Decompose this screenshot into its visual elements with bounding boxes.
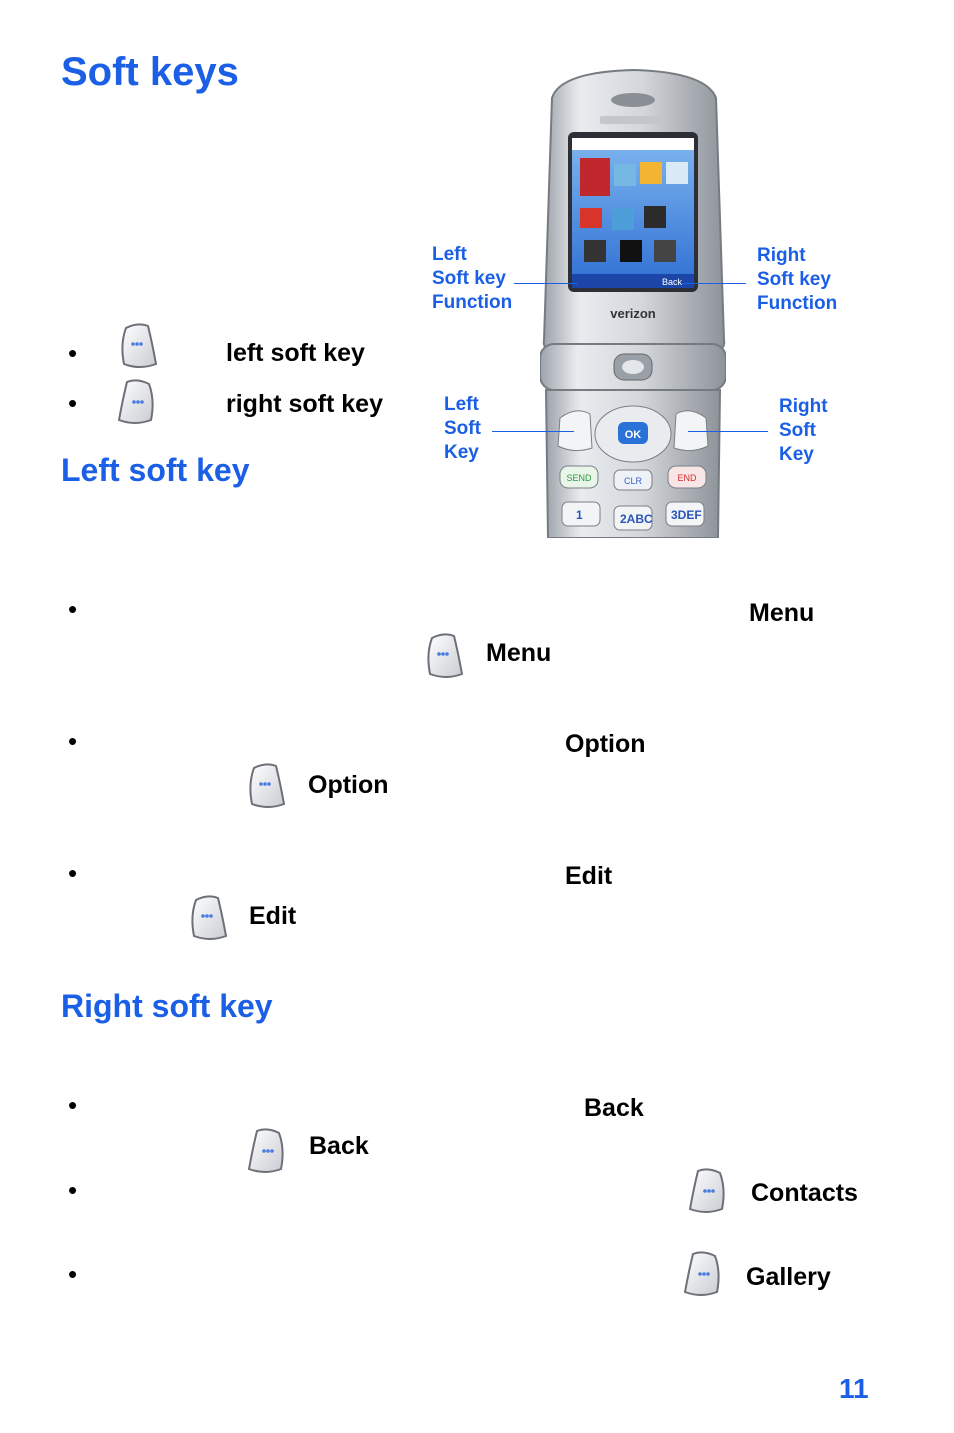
- callout-right-soft-key-function: Right Soft key Function: [757, 245, 838, 314]
- left-soft-key-icon: [118, 322, 158, 370]
- bullet: •: [68, 1259, 78, 1289]
- left-soft-key-icon: [246, 762, 286, 810]
- left-soft-key-icon: [188, 894, 228, 942]
- send-key-label: SEND: [566, 473, 592, 483]
- right-soft-key-heading: Right soft key: [61, 988, 273, 1024]
- brand-logo: verizon: [610, 306, 656, 321]
- option-label: Option: [565, 730, 646, 758]
- right-soft-key-icon: [688, 1167, 728, 1215]
- leader-line: [514, 283, 578, 284]
- legend-left-soft-key: left soft key: [226, 339, 365, 367]
- leader-line: [688, 431, 768, 432]
- bullet: •: [68, 594, 78, 624]
- screen-back-label: Back: [662, 277, 683, 287]
- bullet: •: [68, 388, 78, 418]
- legend-right-soft-key: right soft key: [226, 390, 383, 418]
- callout-left-soft-key: Left Soft Key: [444, 394, 481, 463]
- phone-illustration: Back verizon OK SEND CLR END 1 2ABC 3DEF: [540, 68, 726, 538]
- option-key-label: Option: [308, 771, 389, 799]
- left-soft-key-heading: Left soft key: [61, 452, 250, 488]
- callout-right-soft-key: Right Soft Key: [779, 396, 828, 465]
- back-key-label: Back: [309, 1132, 369, 1160]
- leader-line: [492, 431, 574, 432]
- leader-line: [682, 283, 746, 284]
- end-key-label: END: [677, 473, 697, 483]
- bullet: •: [68, 1090, 78, 1120]
- page-title: Soft keys: [61, 50, 239, 94]
- left-soft-key-icon: [424, 632, 464, 680]
- menu-key-label: Menu: [486, 639, 552, 667]
- bullet: •: [68, 338, 78, 368]
- right-soft-key-icon: [683, 1250, 723, 1298]
- right-soft-key-icon: [117, 378, 157, 426]
- callout-left-soft-key-function: Left Soft key Function: [432, 244, 513, 313]
- bullet: •: [68, 1175, 78, 1205]
- page-number: 11: [839, 1373, 869, 1404]
- right-soft-key-icon: [247, 1127, 287, 1175]
- bullet: •: [68, 858, 78, 888]
- menu-label: Menu: [749, 599, 815, 627]
- back-label: Back: [584, 1094, 644, 1122]
- edit-key-label: Edit: [249, 902, 297, 930]
- bullet: •: [68, 726, 78, 756]
- clr-key-label: CLR: [624, 476, 643, 486]
- edit-label: Edit: [565, 862, 613, 890]
- gallery-key-label: Gallery: [746, 1263, 831, 1291]
- ok-key-label: OK: [625, 429, 642, 441]
- key-1-label: 1: [576, 508, 583, 522]
- contacts-key-label: Contacts: [751, 1179, 858, 1207]
- key-3-label: 3DEF: [671, 508, 702, 522]
- key-2-label: 2ABC: [620, 512, 653, 526]
